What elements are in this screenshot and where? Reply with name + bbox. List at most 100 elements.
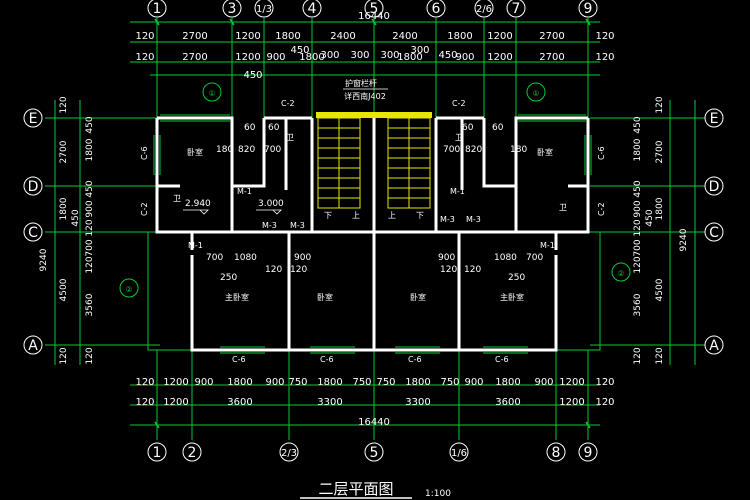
axis-left-a: A xyxy=(28,338,38,354)
scale-text: 1:100 xyxy=(425,489,451,499)
tag: C-6 xyxy=(320,355,334,364)
axis-top-4: 4 xyxy=(308,1,317,17)
dim-text: 250 xyxy=(220,273,237,283)
stair-treads-left xyxy=(318,118,360,208)
dim-text: 1200 xyxy=(559,397,584,408)
axis-bottom-2-3: 2/3 xyxy=(281,448,297,459)
room-wc2-right: 卫 xyxy=(559,203,567,212)
left-total: 9240 xyxy=(39,248,49,271)
tag: C-6 xyxy=(140,146,149,160)
axis-top-5: 5 xyxy=(370,1,379,17)
dim-text: 1800 xyxy=(85,138,95,161)
dim-text: 900 xyxy=(438,253,455,263)
axis-left-c: C xyxy=(28,225,38,241)
dim-text: 1200 xyxy=(163,397,188,408)
dim-text: 120 xyxy=(135,52,154,63)
dim-text: 700 xyxy=(443,145,460,155)
dim-text: 900 xyxy=(294,253,311,263)
dim-text: 1080 xyxy=(234,253,257,263)
dim-text: 1800 xyxy=(633,138,643,161)
dim-text: 120 xyxy=(85,256,95,273)
tag: M-3 xyxy=(466,215,481,224)
dim-text: 120 xyxy=(440,265,457,275)
axis-top-7: 7 xyxy=(512,1,521,17)
dim-text: 900 xyxy=(266,52,285,63)
tag: M-1 xyxy=(540,241,555,250)
tag: C-6 xyxy=(232,355,246,364)
dim-text: 450 xyxy=(645,209,655,226)
dim-text: 120 xyxy=(59,96,69,113)
room-labels: 卧室 卧室 卫 卫 卫 卫 主卧室 主卧室 卧室 卧室 下 上 上 下 xyxy=(173,133,567,302)
axis-right-e: E xyxy=(710,111,719,127)
room-wc-left: 卫 xyxy=(286,133,294,142)
axis-left-d: D xyxy=(28,179,39,195)
bottom-overall: 16440 xyxy=(358,417,390,428)
opening-tags: C-2 C-2 C-6 C-6 C-2 C-2 M-1 M-1 M-3 M-3 … xyxy=(140,99,606,364)
dim-text: 120 xyxy=(290,265,307,275)
dim-text: 300 xyxy=(350,50,369,61)
axis-right-d: D xyxy=(709,179,720,195)
dim-text: 700 xyxy=(264,145,281,155)
tag: C-2 xyxy=(281,99,295,108)
dim-text: 3300 xyxy=(317,397,342,408)
dim-text: 900 xyxy=(455,52,474,63)
notes: 护窗栏杆 详西南J402 xyxy=(343,78,388,101)
section-mark-1: ① xyxy=(208,89,215,98)
axis-bottom-1-6: 1/6 xyxy=(451,448,467,459)
dim-text: 4500 xyxy=(59,278,69,301)
dim-text: 750 xyxy=(440,377,459,388)
axis-bottom-2: 2 xyxy=(188,445,197,461)
dim-text: 120 xyxy=(265,265,282,275)
dim-text: 3300 xyxy=(405,397,430,408)
dim-text: 700 xyxy=(526,253,543,263)
interior-dimensions: 60 60 180 820 700 700 820 180 60 60 700 … xyxy=(206,123,543,283)
top-dimensions: 16440 120 2700 1200 1800 2400 2400 1800 … xyxy=(135,11,614,81)
dim-text: 1800 xyxy=(495,377,520,388)
dim-text: 700 xyxy=(206,253,223,263)
axis-right-c: C xyxy=(709,225,719,241)
dim-text: 750 xyxy=(352,377,371,388)
stair-treads-right xyxy=(388,118,430,208)
dim-text: 60 xyxy=(462,123,474,133)
dim-text: 2700 xyxy=(182,31,207,42)
dim-text: 820 xyxy=(465,145,482,155)
dim-text: 1200 xyxy=(559,377,584,388)
note-railing: 护窗栏杆 xyxy=(345,78,377,88)
room-master-left: 主卧室 xyxy=(225,292,249,302)
dim-text: 1200 xyxy=(163,377,188,388)
dim-text: 1800 xyxy=(655,197,665,220)
dim-text: 820 xyxy=(238,145,255,155)
dim-text: 60 xyxy=(244,123,256,133)
title-text: 二层平面图 xyxy=(318,480,393,498)
tag: C-2 xyxy=(597,202,606,216)
dim-text: 300 xyxy=(380,50,399,61)
room-wc2-left: 卫 xyxy=(173,194,181,203)
dim-text: 1080 xyxy=(494,253,517,263)
dim-text: 1200 xyxy=(487,52,512,63)
room-bedroom-mid-left: 卧室 xyxy=(317,292,333,302)
dim-text: 120 xyxy=(633,347,643,364)
room-bedroom-mid-right: 卧室 xyxy=(410,292,426,302)
dim-text: 900 xyxy=(464,377,483,388)
dim-text: 60 xyxy=(492,123,504,133)
dim-text: 1800 xyxy=(275,31,300,42)
dim-text: 2700 xyxy=(182,52,207,63)
axis-top-9: 9 xyxy=(584,1,593,17)
room-master-right: 主卧室 xyxy=(500,292,524,302)
dim-text: 450 xyxy=(85,180,95,197)
axis-top-1: 1 xyxy=(153,1,162,17)
dim-text: 1200 xyxy=(235,52,260,63)
room-bedroom-left: 卧室 xyxy=(187,147,203,157)
axis-top-2-6: 2/6 xyxy=(476,4,492,15)
dim-text: 4500 xyxy=(655,278,665,301)
dim-text: 900 xyxy=(265,377,284,388)
tag: C-2 xyxy=(452,99,466,108)
tag: M-1 xyxy=(237,187,252,196)
stair-down-right: 下 xyxy=(416,211,424,220)
tag: M-3 xyxy=(440,215,455,224)
side-axis-labels: E D C A E D C A xyxy=(28,111,720,354)
dim-text: 120 xyxy=(595,52,614,63)
dim-text: 120 xyxy=(135,31,154,42)
axis-top-1-3: 1/3 xyxy=(256,4,272,15)
